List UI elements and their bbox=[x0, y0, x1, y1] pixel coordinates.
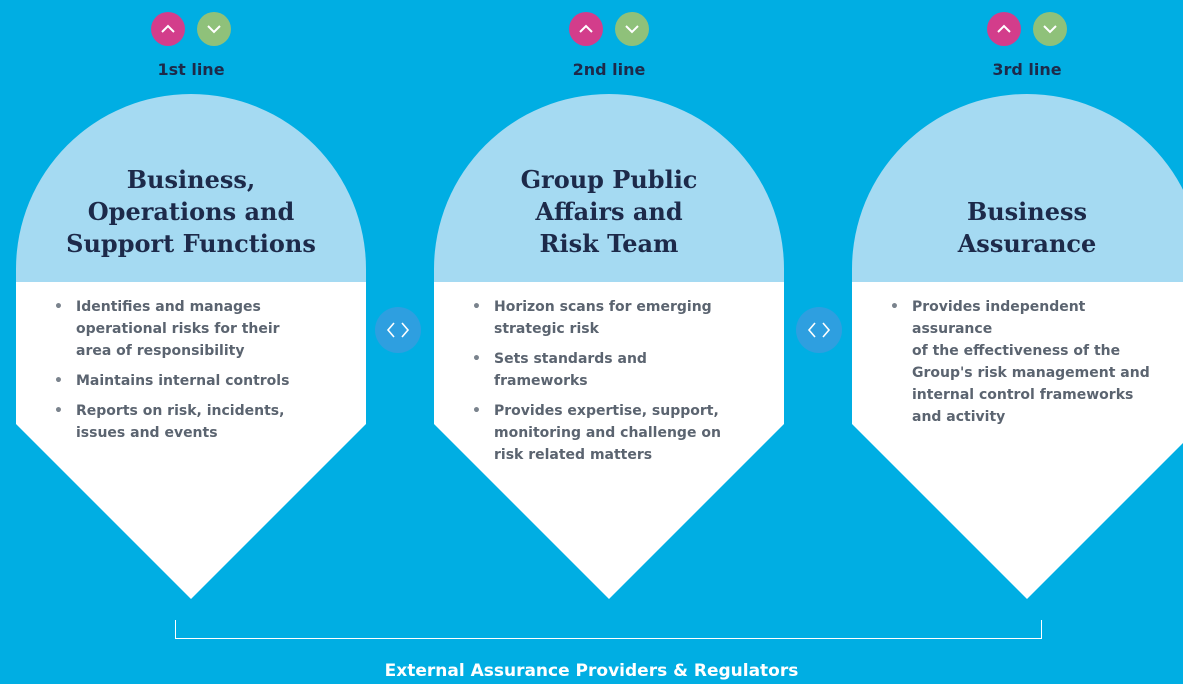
title-line: Affairs and bbox=[535, 197, 683, 226]
column-title: Business Assurance bbox=[852, 196, 1183, 260]
chevron-down-icon[interactable] bbox=[1033, 12, 1067, 46]
chevron-up-icon[interactable] bbox=[151, 12, 185, 46]
connector-left-right-icon bbox=[796, 307, 842, 353]
external-bracket bbox=[175, 620, 1042, 639]
chevron-down-icon[interactable] bbox=[197, 12, 231, 46]
title-line: Group Public bbox=[520, 165, 698, 194]
bullet-item: Identifies and manages operational risks… bbox=[54, 296, 324, 362]
bullet-item: Sets standards and frameworks bbox=[472, 348, 742, 392]
chevron-up-icon[interactable] bbox=[569, 12, 603, 46]
title-line: Assurance bbox=[957, 229, 1097, 258]
updown-buttons bbox=[16, 12, 366, 46]
line-label: 3rd line bbox=[992, 60, 1062, 79]
bullet-item: Provides independent assurance of the ef… bbox=[890, 296, 1160, 428]
chevron-down-icon[interactable] bbox=[615, 12, 649, 46]
line-column-1: 1st line Business, Operations and Suppor… bbox=[16, 0, 366, 684]
connector-left-right-icon bbox=[375, 307, 421, 353]
line-column-3: 3rd line Business Assurance Provides ind… bbox=[852, 0, 1183, 684]
bullet-list: Identifies and manages operational risks… bbox=[54, 296, 324, 452]
bullet-list: Horizon scans for emerging strategic ris… bbox=[472, 296, 742, 474]
updown-buttons bbox=[434, 12, 784, 46]
bullet-item: Provides expertise, support, monitoring … bbox=[472, 400, 742, 466]
updown-buttons bbox=[852, 12, 1183, 46]
chevron-up-icon[interactable] bbox=[987, 12, 1021, 46]
title-line: Risk Team bbox=[539, 229, 679, 258]
bullet-item: Maintains internal controls bbox=[54, 370, 324, 392]
title-line: Business bbox=[966, 197, 1088, 226]
line-column-2: 2nd line Group Public Affairs and Risk T… bbox=[434, 0, 784, 684]
footer-label: External Assurance Providers & Regulator… bbox=[384, 661, 799, 681]
title-line: Business, bbox=[126, 165, 256, 194]
column-title: Business, Operations and Support Functio… bbox=[16, 164, 366, 260]
line-label: 2nd line bbox=[572, 60, 646, 79]
title-line: Support Functions bbox=[66, 229, 316, 258]
column-title: Group Public Affairs and Risk Team bbox=[434, 164, 784, 260]
bullet-item: Horizon scans for emerging strategic ris… bbox=[472, 296, 742, 340]
title-line: Operations and bbox=[87, 197, 295, 226]
line-label: 1st line bbox=[157, 60, 225, 79]
bullet-list: Provides independent assurance of the ef… bbox=[890, 296, 1160, 436]
bullet-item: Reports on risk, incidents, issues and e… bbox=[54, 400, 324, 444]
